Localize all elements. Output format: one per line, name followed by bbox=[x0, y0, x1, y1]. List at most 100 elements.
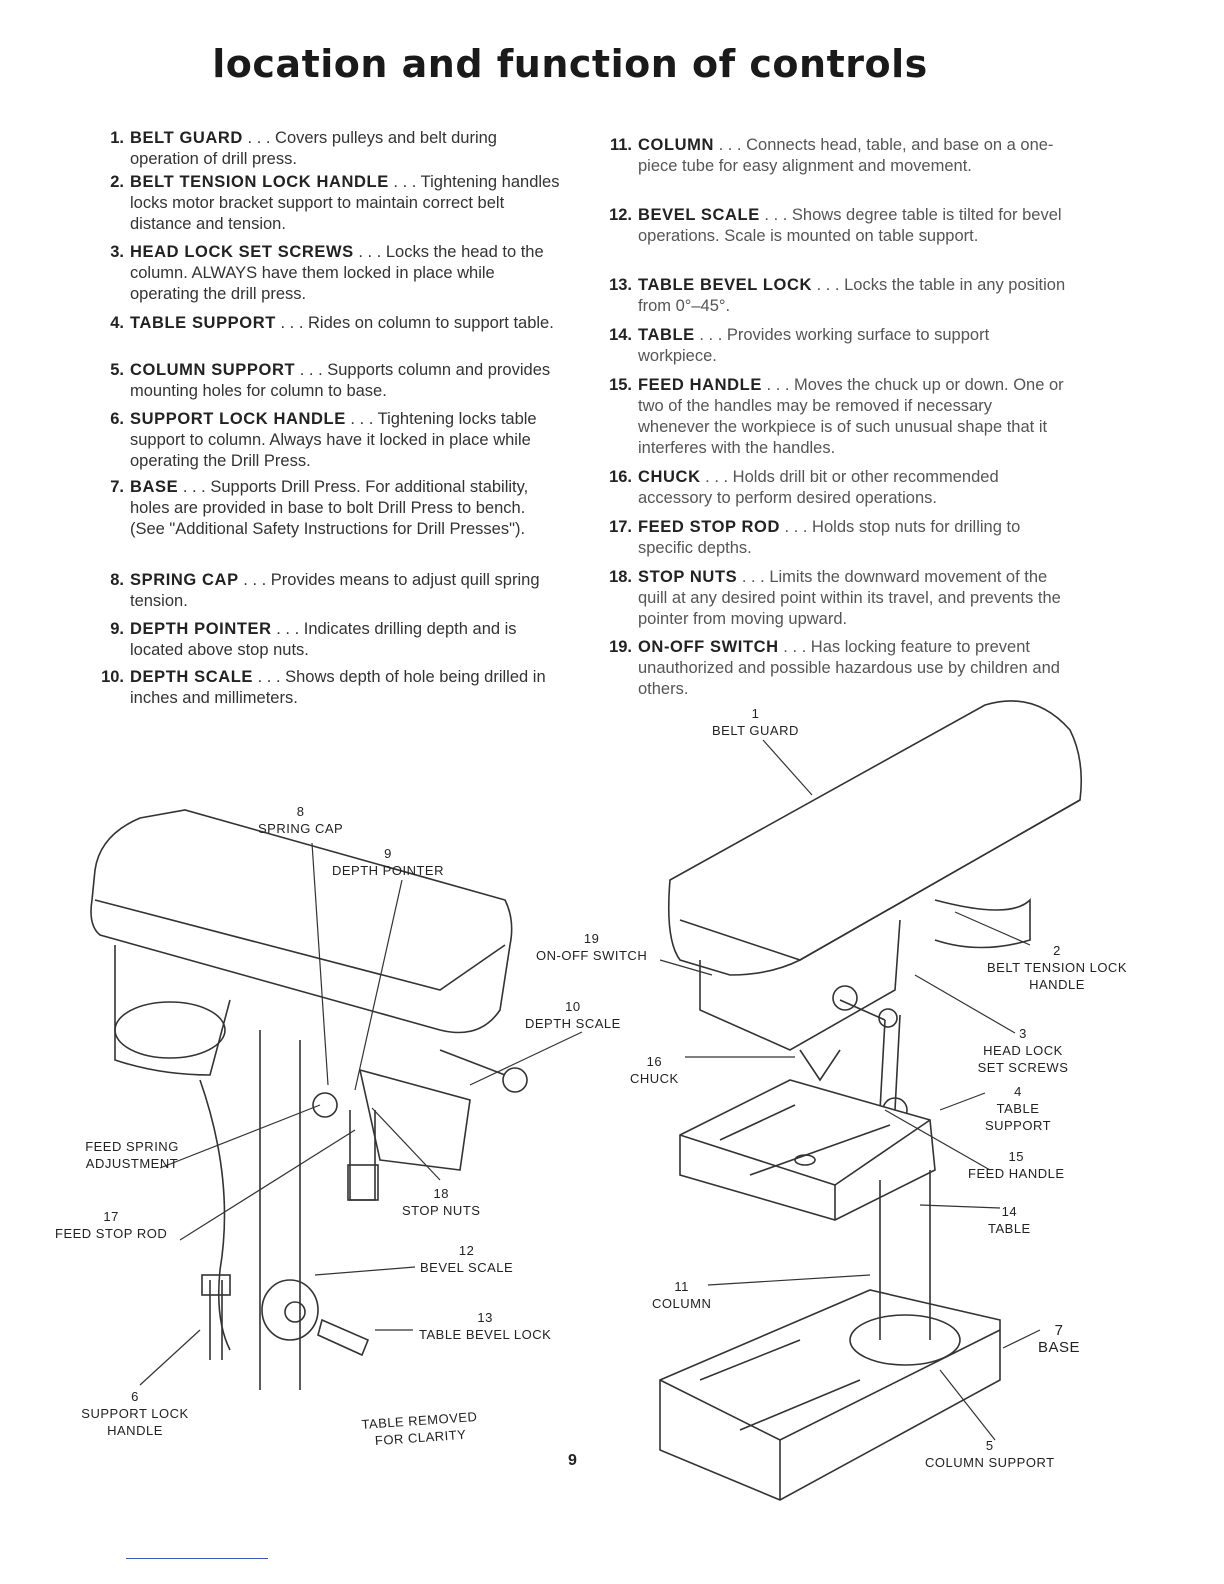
item-text: . . . Covers pulleys and belt during ope… bbox=[130, 129, 497, 168]
item-text: . . . Limits the downward movement of th… bbox=[638, 568, 1061, 628]
item-number: 16. bbox=[609, 468, 632, 486]
item-number: 1. bbox=[110, 129, 124, 147]
list-item: 4. TABLE SUPPORT . . . Rides on column to… bbox=[110, 313, 560, 334]
item-heading: TABLE SUPPORT bbox=[130, 314, 276, 332]
item-heading: HEAD LOCK SET SCREWS bbox=[130, 243, 354, 261]
item-heading: TABLE bbox=[638, 326, 695, 344]
page-title: location and function of controls bbox=[212, 42, 928, 86]
item-number: 19. bbox=[609, 638, 632, 656]
item-text: . . . Rides on column to support table. bbox=[275, 314, 554, 332]
list-item: 6. SUPPORT LOCK HANDLE . . . Tightening l… bbox=[110, 409, 560, 472]
item-number: 3. bbox=[110, 243, 124, 261]
item-number: 9. bbox=[110, 620, 124, 638]
item-heading: BEVEL SCALE bbox=[638, 206, 760, 224]
list-item: 12. BEVEL SCALE . . . Shows degree table … bbox=[609, 205, 1068, 247]
list-item: 9. DEPTH POINTER . . . Indicates drilling… bbox=[110, 619, 560, 661]
item-heading: FEED HANDLE bbox=[638, 376, 762, 394]
item-number: 2. bbox=[110, 173, 124, 191]
item-heading: COLUMN SUPPORT bbox=[130, 361, 296, 379]
item-text: . . . Moves the chuck up or down. One or… bbox=[638, 376, 1064, 457]
item-text: . . . Has locking feature to prevent una… bbox=[638, 638, 1060, 698]
item-text: . . . Shows degree table is tilted for b… bbox=[638, 206, 1062, 245]
item-text: . . . Tightening handles locks motor bra… bbox=[130, 173, 560, 233]
list-item: 13. TABLE BEVEL LOCK . . . Locks the tabl… bbox=[609, 275, 1068, 317]
list-item: 5. COLUMN SUPPORT . . . Supports column a… bbox=[110, 360, 560, 402]
item-heading: STOP NUTS bbox=[638, 568, 738, 586]
item-number: 18. bbox=[609, 568, 632, 586]
item-heading: SUPPORT LOCK HANDLE bbox=[130, 410, 346, 428]
list-item: 19. ON-OFF SWITCH . . . Has locking featu… bbox=[609, 637, 1068, 700]
item-heading: SPRING CAP bbox=[130, 571, 239, 589]
page-number: 9 bbox=[568, 1452, 577, 1469]
list-item: 16. CHUCK . . . Holds drill bit or other … bbox=[609, 467, 1068, 509]
item-number: 6. bbox=[110, 410, 124, 428]
item-text: . . . Tightening locks table support to … bbox=[130, 410, 537, 470]
list-item: 7. BASE . . . Supports Drill Press. For a… bbox=[110, 477, 560, 540]
item-number: 15. bbox=[609, 376, 632, 394]
item-heading: FEED STOP ROD bbox=[638, 518, 780, 536]
item-text: . . . Connects head, table, and base on … bbox=[638, 136, 1054, 175]
item-heading: DEPTH POINTER bbox=[130, 620, 272, 638]
list-item: 3. HEAD LOCK SET SCREWS . . . Locks the h… bbox=[110, 242, 560, 305]
footer-rule bbox=[126, 1558, 268, 1559]
label-feed-spring-adjustment: FEED SPRING ADJUSTMENT bbox=[85, 1139, 179, 1171]
item-heading: CHUCK bbox=[638, 468, 701, 486]
item-text: . . . Holds drill bit or other recommend… bbox=[638, 468, 999, 507]
item-text: . . . Shows depth of hole being drilled … bbox=[130, 668, 546, 707]
item-heading: TABLE BEVEL LOCK bbox=[638, 276, 812, 294]
item-number: 17. bbox=[609, 518, 632, 536]
item-number: 5. bbox=[110, 361, 124, 379]
list-item: 18. STOP NUTS . . . Limits the downward m… bbox=[609, 567, 1068, 630]
list-item: 15. FEED HANDLE . . . Moves the chuck up … bbox=[609, 375, 1068, 459]
list-item: 14. TABLE . . . Provides working surface … bbox=[609, 325, 1068, 367]
item-heading: ON-OFF SWITCH bbox=[638, 638, 779, 656]
item-text: . . . Provides working surface to suppor… bbox=[638, 326, 990, 365]
item-text: . . . Supports column and provides mount… bbox=[130, 361, 551, 400]
item-heading: BELT GUARD bbox=[130, 129, 243, 147]
list-item: 17. FEED STOP ROD . . . Holds stop nuts f… bbox=[609, 517, 1068, 559]
item-text: . . . Supports Drill Press. For addition… bbox=[130, 478, 529, 538]
left-drill-press-illustration bbox=[90, 809, 528, 1390]
item-text: . . . Indicates drilling depth and is lo… bbox=[130, 620, 517, 659]
list-item: 11. COLUMN . . . Connects head, table, an… bbox=[610, 135, 1068, 177]
leader-lines bbox=[139, 739, 1041, 1441]
item-heading: BASE bbox=[130, 478, 179, 496]
item-text: . . . Locks the head to the column. ALWA… bbox=[130, 243, 544, 303]
item-heading: BELT TENSION LOCK HANDLE bbox=[130, 173, 389, 191]
item-text: . . . Holds stop nuts for drilling to sp… bbox=[638, 518, 1021, 557]
item-number: 11. bbox=[609, 136, 632, 154]
list-item: 1. BELT GUARD . . . Covers pulleys and be… bbox=[110, 128, 560, 170]
item-heading: COLUMN bbox=[638, 136, 715, 154]
item-number: 8. bbox=[110, 571, 124, 589]
right-drill-press-illustration bbox=[659, 700, 1083, 1501]
list-item: 2. BELT TENSION LOCK HANDLE . . . Tighten… bbox=[110, 172, 560, 235]
item-text: . . . Locks the table in any position fr… bbox=[638, 276, 1066, 315]
list-item: 10.DEPTH SCALE . . . Shows depth of hole… bbox=[101, 667, 560, 709]
list-item: 8.SPRING CAP . . . Provides means to adj… bbox=[110, 570, 560, 612]
item-number: 14. bbox=[609, 326, 632, 344]
item-number: 13. bbox=[609, 276, 632, 294]
item-number: 12. bbox=[609, 206, 632, 224]
item-number: 4. bbox=[110, 314, 124, 332]
item-number: 7. bbox=[110, 478, 124, 496]
